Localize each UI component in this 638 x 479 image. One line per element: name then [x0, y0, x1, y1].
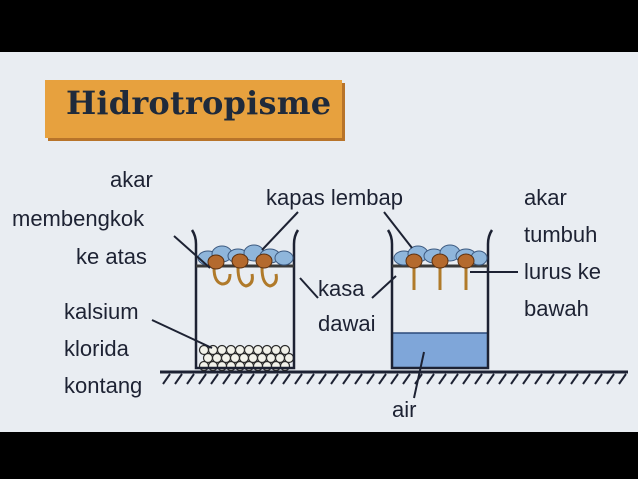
label-calcium-3: kontang — [64, 373, 143, 398]
label-right-root-1: akar — [524, 185, 567, 210]
right-beaker — [386, 229, 494, 370]
page-title: Hidrotropisme — [66, 84, 332, 122]
label-right-root-2: tumbuh — [524, 222, 598, 247]
left-seedlings — [207, 253, 278, 288]
label-right-root-4: bawah — [524, 296, 589, 321]
label-gauze-2: dawai — [318, 311, 376, 336]
label-left-root-3: ke atas — [76, 244, 147, 269]
label-cotton: kapas lembap — [266, 185, 403, 210]
label-calcium-1: kalsium — [64, 299, 139, 324]
label-left-root-1: akar — [110, 167, 153, 192]
label-calcium-2: klorida — [64, 336, 129, 361]
title-banner — [45, 80, 342, 138]
label-water: air — [392, 397, 417, 422]
right-seedlings — [405, 253, 475, 290]
label-left-root-2: membengkok — [12, 206, 145, 231]
ground-surface — [160, 370, 628, 385]
label-right-root-3: lurus ke — [524, 259, 602, 284]
left-beaker — [190, 229, 300, 372]
leader-lines — [151, 211, 518, 399]
label-gauze-1: kasa — [318, 276, 365, 301]
water-fill — [392, 333, 488, 368]
